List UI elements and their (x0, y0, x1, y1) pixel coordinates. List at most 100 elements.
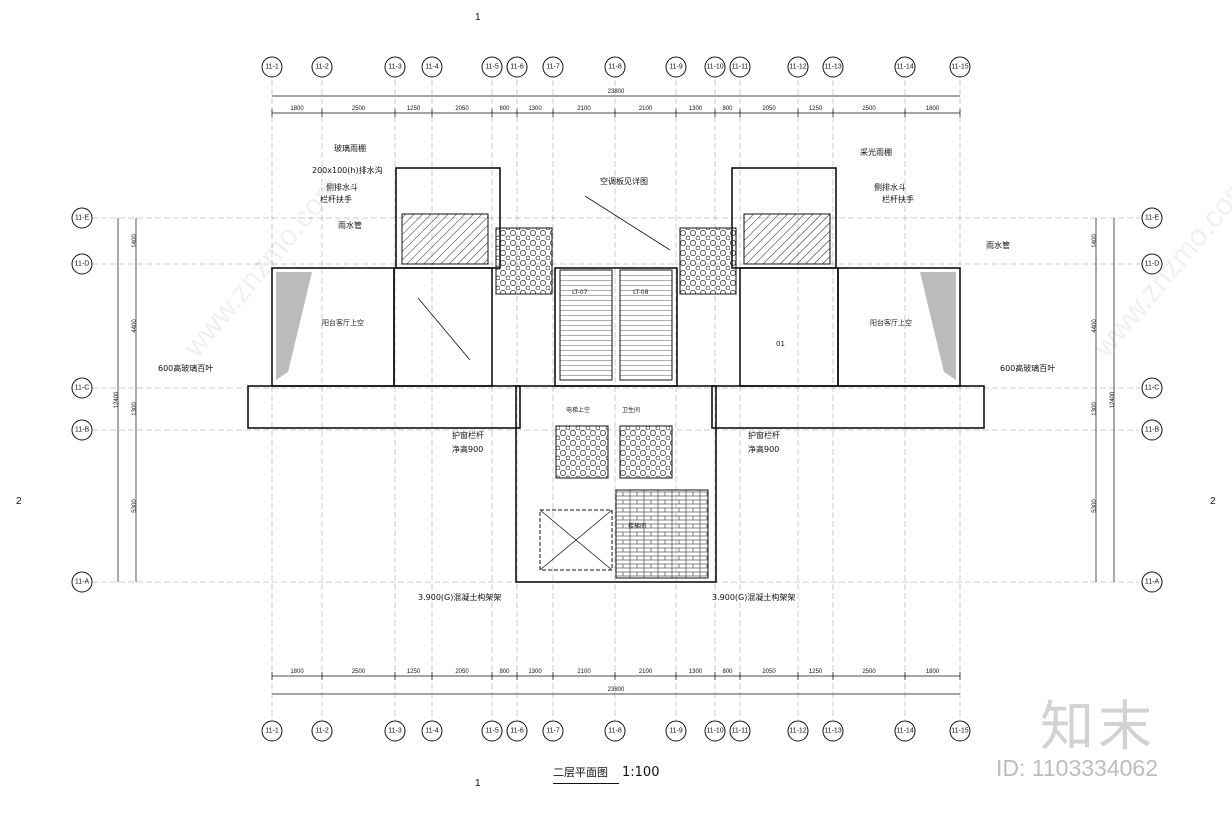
axis-left-11-D: 11-D (71, 253, 93, 275)
dim-seg: 1800 (926, 106, 940, 112)
axis-top-11-14: 11-14 (894, 56, 916, 78)
axis-left-11-D-label: 11-D (75, 261, 90, 268)
right-void-shade (920, 272, 956, 380)
dim-seg: 1800 (290, 669, 304, 675)
axis-top-11-8-label: 11-8 (608, 64, 622, 71)
dim-seg: 1250 (407, 106, 421, 112)
dim-seg: 2050 (762, 106, 776, 112)
axis-right-11-A-label: 11-A (1145, 579, 1160, 586)
axis-left-11-A-label: 11-A (75, 579, 90, 586)
note-skylight-canopy: 采光雨棚 (860, 147, 892, 157)
dim-vertical-seg: 4400 (132, 319, 138, 333)
dim-vertical-total: 12400 (1110, 391, 1116, 408)
note-downpipe-right: 雨水管 (986, 240, 1010, 250)
room-label-stair-core: 楼梯间 (628, 522, 646, 530)
axis-bottom-11-2-label: 11-2 (315, 728, 329, 735)
right-top-terrace (731, 167, 837, 269)
note-downpipe: 雨水管 (338, 220, 362, 230)
left-stair-flight (559, 269, 613, 381)
axis-bottom-11-3-label: 11-3 (388, 728, 402, 735)
dim-total-top: 23800 (608, 89, 625, 95)
note-side-drain-right: 侧排水斗 (874, 182, 906, 192)
dim-seg: 2500 (862, 106, 876, 112)
left-void-shade (276, 272, 312, 380)
axis-bottom-11-10: 11-10 (704, 720, 726, 742)
axis-bottom-11-7: 11-7 (542, 720, 564, 742)
dim-total-bottom: 23800 (608, 687, 625, 693)
note-side-drain: 侧排水斗 (326, 182, 358, 192)
dim-seg: 800 (499, 669, 510, 675)
left-terrace-hatch (401, 213, 489, 265)
dim-seg: 2500 (352, 106, 366, 112)
note-ac-board: 空调板见详图 (600, 176, 648, 186)
note-railing-right: 栏杆扶手 (882, 194, 914, 204)
axis-bottom-11-4: 11-4 (421, 720, 443, 742)
dim-seg: 800 (722, 669, 733, 675)
dim-seg: 1250 (809, 669, 823, 675)
axis-top-11-14-label: 11-14 (896, 64, 913, 71)
axis-top-11-6: 11-6 (506, 56, 528, 78)
dim-seg: 2050 (762, 669, 776, 675)
axis-bottom-11-14: 11-14 (894, 720, 916, 742)
axis-bottom-11-12: 11-12 (787, 720, 809, 742)
dim-seg: 1250 (407, 669, 421, 675)
axis-top-11-5: 11-5 (481, 56, 503, 78)
axis-top-11-7-label: 11-7 (546, 64, 560, 71)
dim-vertical-seg: 1400 (132, 234, 138, 248)
note-frame-right: 3.900(G)混凝土构架架 (712, 592, 795, 602)
note-clear-height: 净高900 (452, 444, 483, 454)
left-top-terrace (395, 167, 501, 269)
axis-left-11-B: 11-B (71, 419, 93, 441)
section-mark-top: 1 (475, 12, 481, 23)
section-mark-bottom: 1 (475, 778, 481, 789)
axis-top-11-10-label: 11-10 (706, 64, 723, 71)
room-label-living-left: 阳台客厅上空 (322, 318, 364, 327)
room-code-label: 01 (776, 340, 785, 348)
room-label-bath: 卫生间 (622, 406, 640, 414)
dim-seg: 2050 (455, 106, 469, 112)
axis-bottom-11-1: 11-1 (261, 720, 283, 742)
axis-bottom-11-4-label: 11-4 (425, 728, 439, 735)
right-terrace-hatch (743, 213, 831, 265)
axis-left-11-A: 11-A (71, 571, 93, 593)
dim-seg: 1300 (528, 669, 542, 675)
axis-bottom-11-13: 11-13 (822, 720, 844, 742)
core-planter-left (555, 425, 609, 479)
axis-top-11-1-label: 11-1 (265, 64, 279, 71)
dim-seg: 2100 (639, 106, 653, 112)
axis-bottom-11-5-label: 11-5 (485, 728, 499, 735)
dim-seg: 800 (499, 106, 510, 112)
right-bedroom (739, 267, 839, 387)
axis-bottom-11-6-label: 11-6 (510, 728, 524, 735)
axis-right-11-D-label: 11-D (1145, 261, 1160, 268)
drawing-scale: 1:100 (622, 765, 660, 780)
axis-bottom-11-11-label: 11-11 (732, 728, 749, 735)
axis-bottom-11-15-label: 11-15 (951, 728, 968, 735)
note-drain-left: 200x100(h)排水沟 (312, 165, 383, 175)
axis-top-11-4: 11-4 (421, 56, 443, 78)
axis-bottom-11-7-label: 11-7 (546, 728, 560, 735)
room-label-lift: 电梯上空 (566, 406, 590, 414)
axis-top-11-11: 11-11 (729, 56, 751, 78)
axis-top-11-15: 11-15 (949, 56, 971, 78)
axis-left-11-B-label: 11-B (75, 427, 90, 434)
axis-left-11-C: 11-C (71, 377, 93, 399)
dim-vertical-seg: 1300 (132, 402, 138, 416)
axis-top-11-10: 11-10 (704, 56, 726, 78)
axis-right-11-B: 11-B (1141, 419, 1163, 441)
note-frame-left: 3.900(G)混凝土构架架 (418, 592, 501, 602)
note-louver-left: 600高玻璃百叶 (158, 363, 213, 373)
room-label-stair-left: LT-07 (572, 289, 588, 296)
watermark-id: ID: 1103334062 (996, 755, 1158, 781)
left-bedroom (393, 267, 493, 387)
axis-bottom-11-10-label: 11-10 (706, 728, 723, 735)
axis-right-11-A: 11-A (1141, 571, 1163, 593)
axis-right-11-E-label: 11-E (1145, 215, 1160, 222)
drawing-title: 二层平面图 (553, 766, 608, 779)
dim-seg: 1800 (290, 106, 304, 112)
brick-paving (615, 489, 709, 579)
axis-top-11-2-label: 11-2 (315, 64, 329, 71)
axis-top-11-11-label: 11-11 (732, 64, 749, 71)
